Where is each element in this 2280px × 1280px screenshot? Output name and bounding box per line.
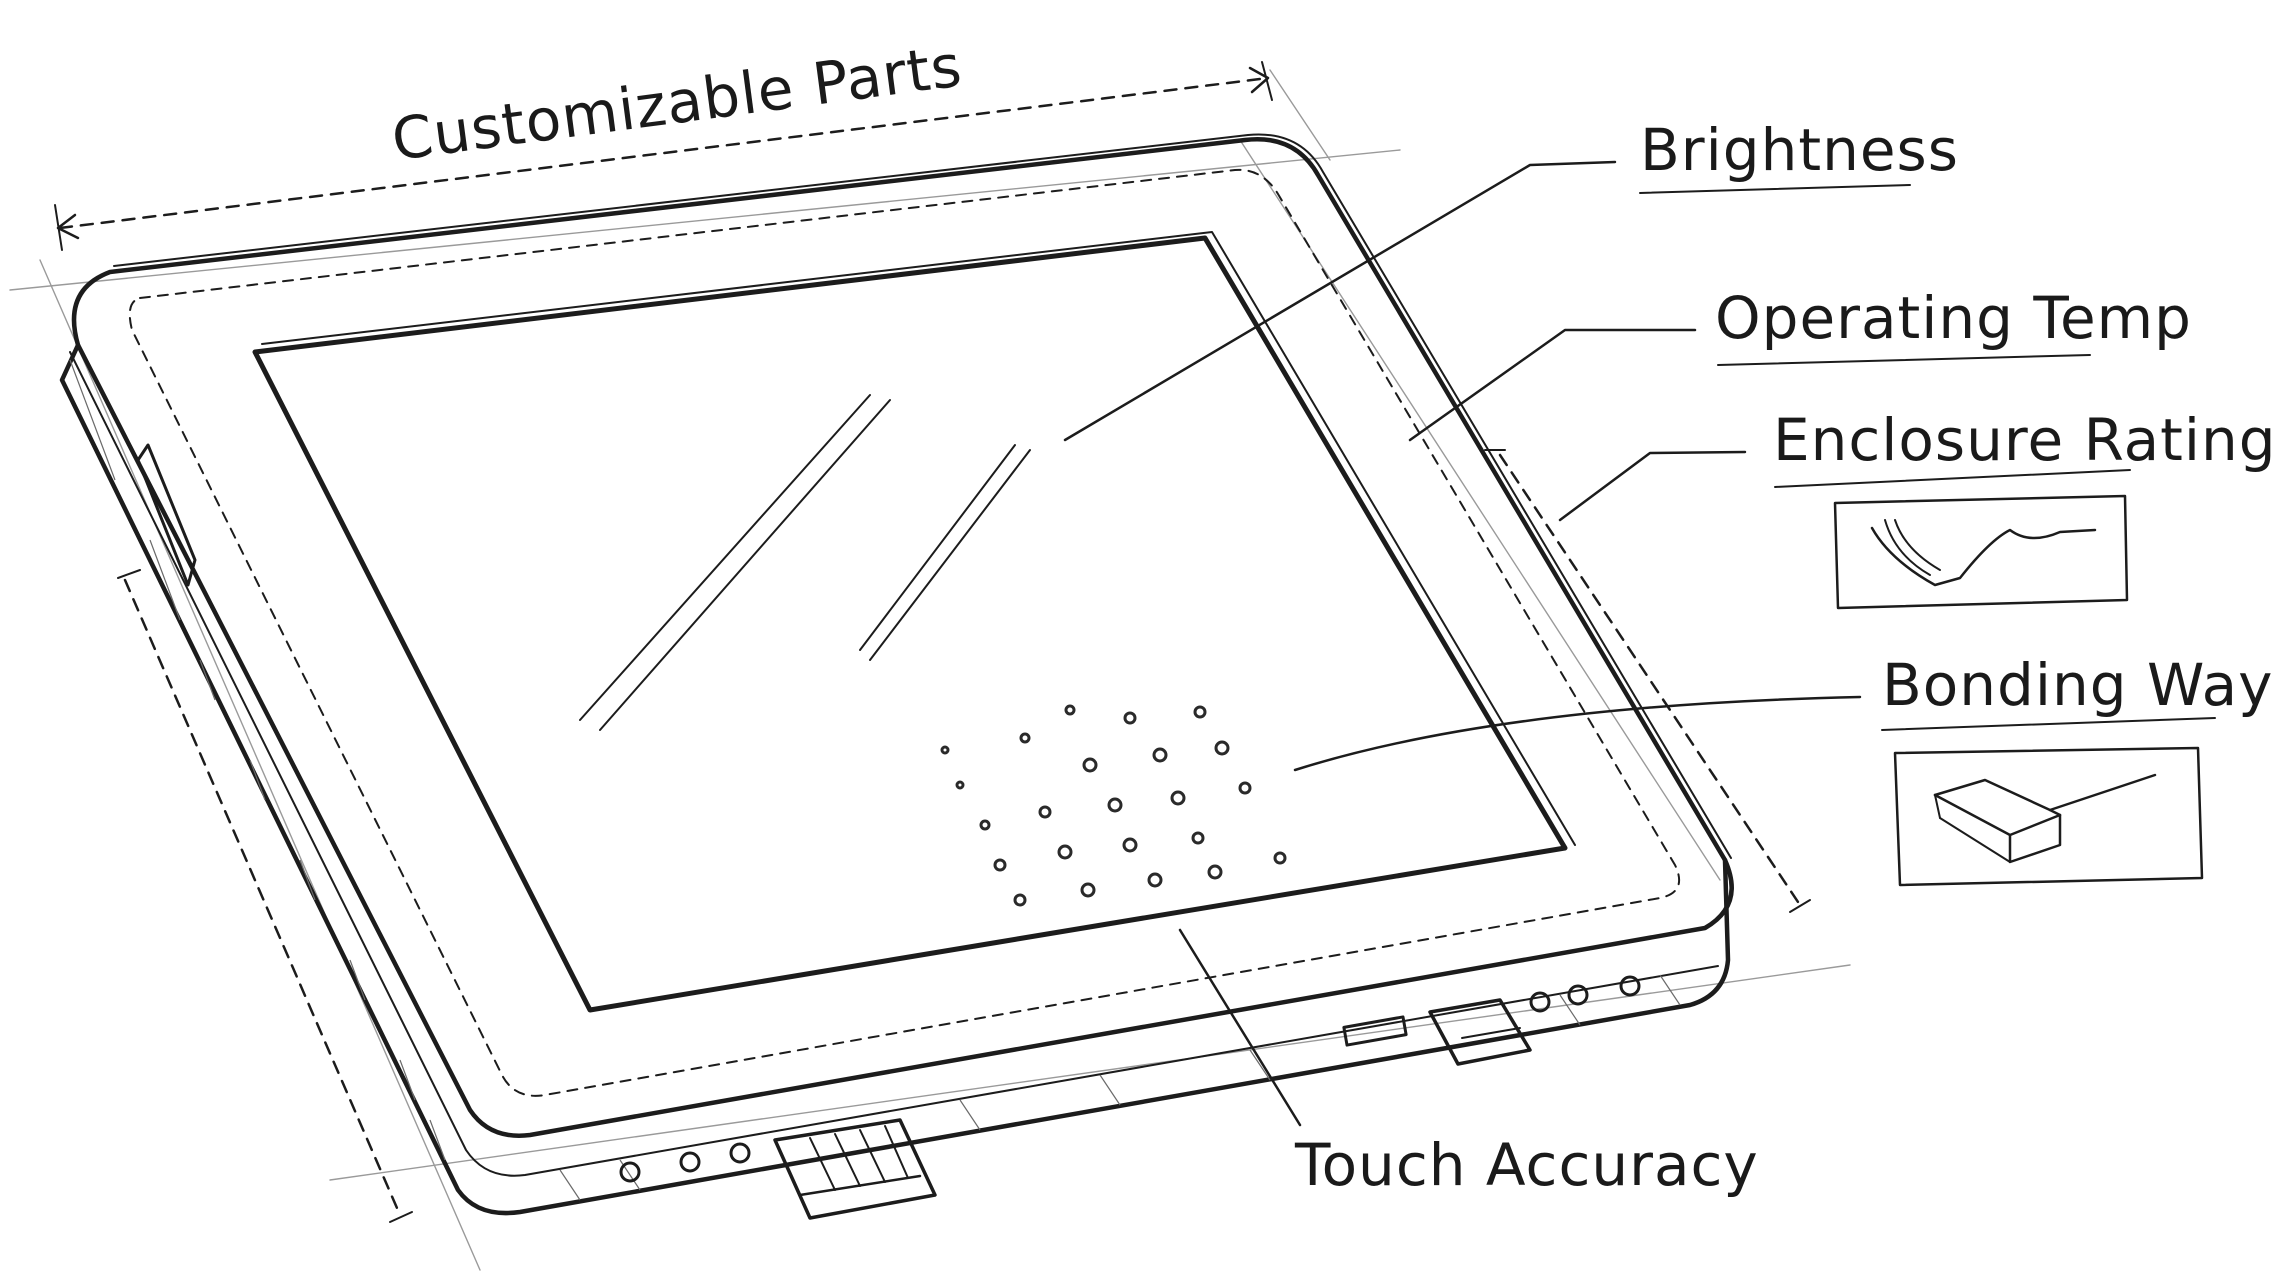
label-bonding-way: Bonding Way [1882, 651, 2273, 719]
bonding-way-inset [1893, 746, 2204, 887]
label-touch-accuracy: Touch Accuracy [1294, 1131, 1759, 1199]
connector-left [773, 1118, 937, 1220]
enclosure-rating-inset [1833, 494, 2129, 610]
connector-right [1428, 998, 1532, 1066]
construction-lines [9, 69, 1851, 1271]
side-hatching [69, 359, 1681, 1201]
touch-dot-grid [940, 704, 1287, 907]
label-enclosure-rating: Enclosure Rating [1773, 406, 2277, 474]
label-customizable-parts: Customizable Parts [388, 32, 966, 174]
tablet-device [59, 133, 1734, 1216]
label-brightness: Brightness [1640, 116, 1959, 184]
leader-lines [1063, 160, 2216, 1127]
ports [619, 975, 1641, 1183]
label-operating-temp: Operating Temp [1715, 284, 2192, 352]
dimension-lines [54, 61, 1811, 1223]
